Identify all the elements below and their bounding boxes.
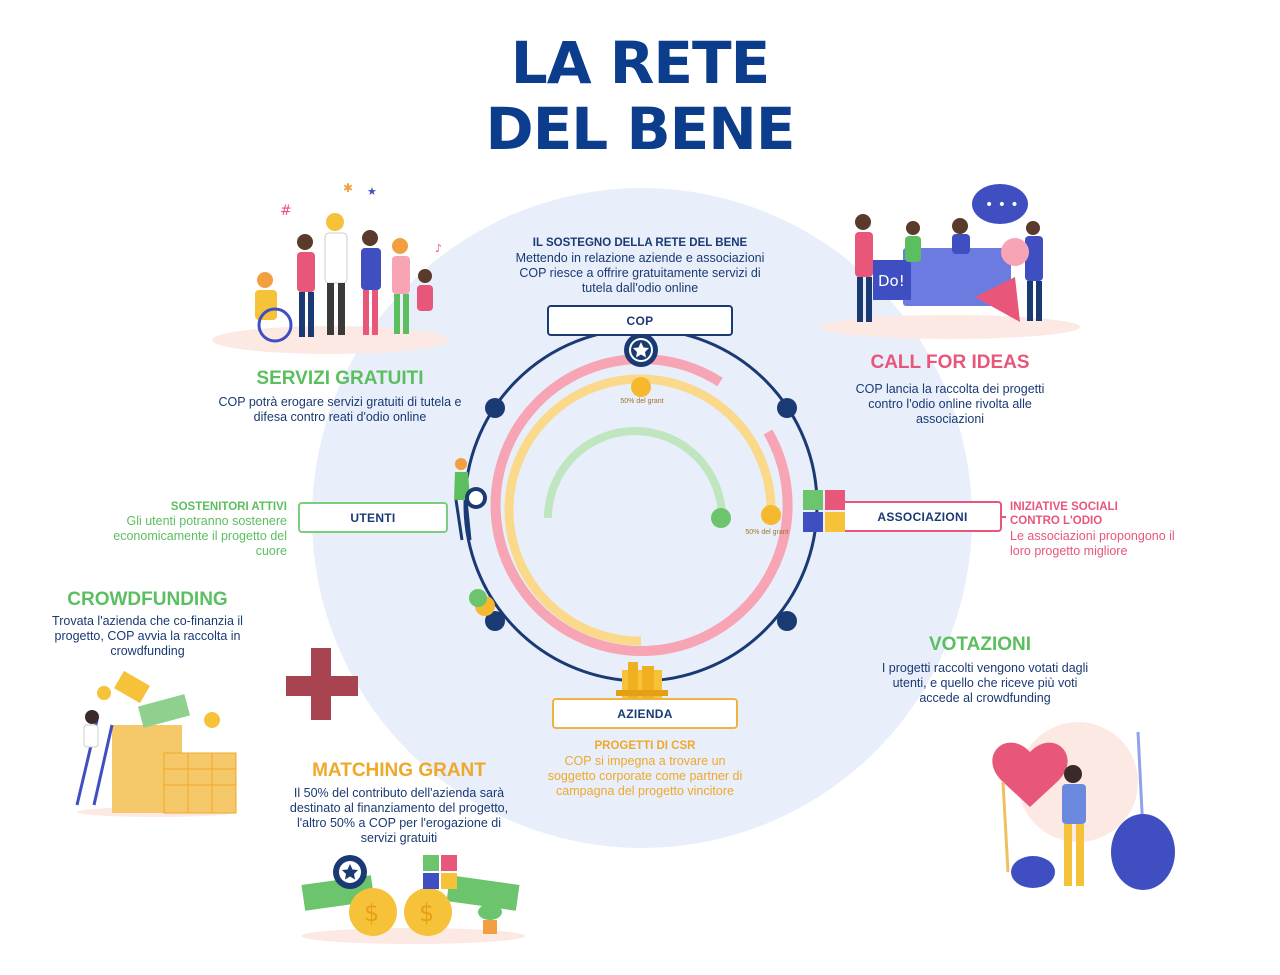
puzzle-icon (803, 490, 845, 532)
plus-icon (286, 648, 358, 720)
sostenitori-heading: SOSTENITORI ATTIVI (170, 501, 287, 513)
svg-text:• • •: • • • (985, 197, 1019, 213)
progetti-csr-heading: PROGETTI DI CSR (594, 740, 696, 752)
people-group-illustration: # ✱ ★ ♪ (212, 181, 448, 354)
svg-text:♪: ♪ (435, 242, 442, 255)
svg-text:#: # (280, 203, 292, 219)
matching-text: Il 50% del contributo dell'azienda sarà … (289, 786, 509, 845)
iniziative-heading-line1: INIZIATIVE SOCIALI (1010, 501, 1118, 513)
matching-grant-illustration: $ $ (301, 855, 525, 944)
crowdfunding-illustration (75, 670, 237, 817)
iniziative-heading-line2: CONTRO L'ODIO (1010, 515, 1103, 527)
ring-dot-top-right (777, 398, 797, 418)
svg-text:$: $ (419, 899, 434, 927)
servizi-text: COP potrà erogare servizi gratuiti di tu… (218, 395, 462, 424)
votazioni-text: I progetti raccolti vengono votati dagli… (881, 661, 1089, 705)
grant-dot-right (761, 505, 781, 525)
cop-node-box: COP (547, 305, 733, 336)
green-arc (544, 427, 726, 519)
azienda-node-box: AZIENDA (552, 698, 738, 729)
sostegno-heading: IL SOSTEGNO DELLA RETE DEL BENE (532, 237, 748, 249)
svg-text:★: ★ (367, 185, 377, 198)
crowdfunding-text: Trovata l'azienda che co-finanzia il pro… (52, 614, 243, 658)
yellow-arc (504, 374, 776, 646)
green-end-dot (711, 508, 731, 528)
user-figure-icon (454, 458, 487, 541)
pink-arc (490, 354, 793, 656)
svg-text:Do!: Do! (878, 272, 905, 290)
sostenitori-text: Gli utenti potranno sostenere economicam… (113, 514, 287, 558)
page-title-line1: LA RETE (510, 29, 771, 97)
servizi-heading: SERVIZI GRATUITI (256, 368, 424, 389)
building-icon (616, 662, 668, 698)
grant-dot-top (631, 377, 651, 397)
call-heading: CALL FOR IDEAS (870, 352, 1030, 373)
votazioni-illustration (992, 722, 1175, 890)
ring-dot-bottom-left (485, 611, 505, 631)
svg-text:✱: ✱ (343, 181, 353, 195)
votazioni-heading: VOTAZIONI (928, 634, 1032, 655)
svg-text:$: $ (364, 899, 379, 927)
iniziative-text: Le associazioni propongono il loro proge… (1010, 529, 1175, 558)
page-title-line2: DEL BENE (485, 95, 796, 163)
grant-label-right: 50% del grant (745, 529, 789, 536)
call-for-ideas-illustration: • • • Do! (820, 184, 1080, 339)
call-text: COP lancia la raccolta dei progetti cont… (855, 382, 1045, 426)
crowdfunding-heading: CROWDFUNDING (67, 589, 228, 610)
ring-dot-bottom-right (777, 611, 797, 631)
progetti-csr-text: COP si impegna a trovare un soggetto cor… (547, 754, 743, 798)
sostegno-text: Mettendo in relazione aziende e associaz… (515, 251, 765, 295)
utenti-node-box: UTENTI (298, 502, 448, 533)
grant-label-top: 50% del grant (620, 398, 664, 405)
associazioni-node-box: ASSOCIAZIONI (845, 501, 1002, 532)
matching-heading: MATCHING GRANT (312, 760, 486, 781)
ring-dot-top-left (485, 398, 505, 418)
green-dot-left (469, 589, 487, 607)
